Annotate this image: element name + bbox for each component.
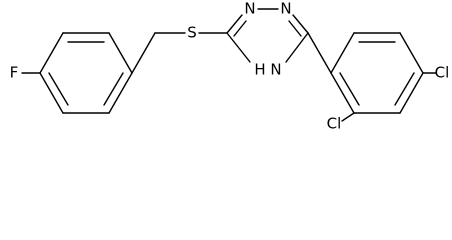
double-bond-inner bbox=[233, 20, 247, 37]
bond bbox=[285, 32, 309, 63]
bond-ring-ch2 bbox=[131, 32, 156, 74]
chlorine-ortho-label: Cl bbox=[327, 115, 342, 133]
triazole-nh-nitrogen-label: N bbox=[270, 61, 281, 79]
bond bbox=[292, 14, 309, 34]
bond bbox=[330, 32, 355, 74]
bond bbox=[39, 72, 64, 114]
bond bbox=[399, 32, 424, 74]
molecule-structure: F S N N H N Cl Cl bbox=[10, 0, 450, 133]
triazole-nitrogen-right-label: N bbox=[280, 0, 291, 18]
triazole-nh-hydrogen-label: H bbox=[254, 61, 265, 79]
bond bbox=[39, 32, 64, 74]
molecule-drawing: F S N N H N Cl Cl bbox=[10, 0, 450, 133]
bond bbox=[399, 72, 424, 114]
bond bbox=[226, 14, 243, 34]
bond bbox=[108, 72, 133, 114]
bond bbox=[226, 32, 251, 63]
bond bbox=[108, 32, 133, 74]
bond-triazole-phenyl bbox=[307, 32, 332, 74]
bond bbox=[330, 72, 355, 114]
triazole-ring bbox=[226, 8, 309, 63]
fluorine-label: F bbox=[10, 64, 19, 82]
sulfur-label: S bbox=[187, 24, 197, 42]
double-bond-inner bbox=[339, 72, 360, 106]
double-bond-inner bbox=[288, 20, 302, 37]
fluorophenyl-ring bbox=[39, 32, 133, 114]
double-bond-inner bbox=[48, 72, 69, 106]
chlorine-para-label: Cl bbox=[435, 64, 450, 82]
double-bond-inner bbox=[394, 72, 415, 106]
bond-ring-chlorine-ortho bbox=[341, 112, 355, 122]
triazole-nitrogen-left-label: N bbox=[244, 0, 255, 18]
double-bond-inner bbox=[103, 72, 124, 106]
dichlorophenyl-ring bbox=[330, 32, 424, 114]
